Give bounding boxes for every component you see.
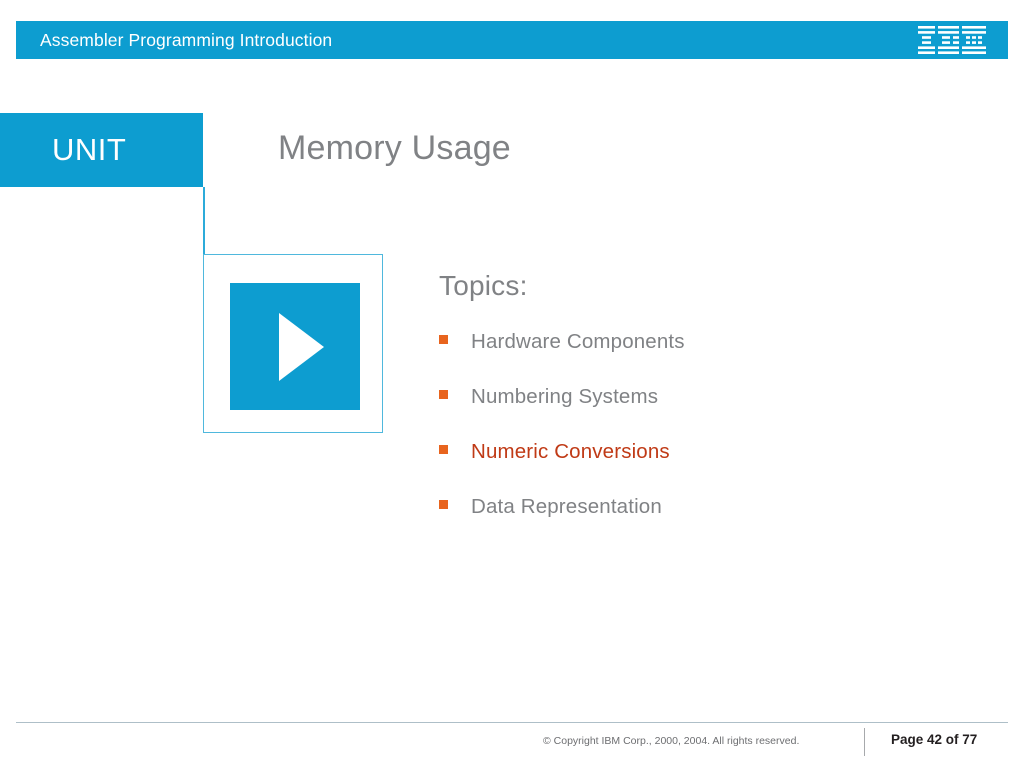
play-graphic-square xyxy=(230,283,360,410)
unit-badge: UNIT xyxy=(0,113,203,187)
unit-label: UNIT xyxy=(52,132,127,167)
footer-vertical-divider xyxy=(864,728,865,756)
list-item: Hardware Components xyxy=(439,330,685,385)
ibm-logo-icon xyxy=(918,26,1008,54)
bullet-square-icon xyxy=(439,335,448,344)
copyright-text: © Copyright IBM Corp., 2000, 2004. All r… xyxy=(543,735,800,747)
bullet-square-icon xyxy=(439,445,448,454)
footer-divider-rule xyxy=(16,722,1008,723)
topics-list: Hardware Components Numbering Systems Nu… xyxy=(439,330,685,550)
page-title: Memory Usage xyxy=(278,129,511,167)
list-item: Numbering Systems xyxy=(439,385,685,440)
page-number: Page 42 of 77 xyxy=(891,732,978,747)
bullet-square-icon xyxy=(439,500,448,509)
bullet-square-icon xyxy=(439,390,448,399)
list-item: Numeric Conversions xyxy=(439,440,685,495)
header-title: Assembler Programming Introduction xyxy=(40,29,333,50)
play-triangle-icon xyxy=(230,283,360,410)
topic-label-highlighted: Numeric Conversions xyxy=(471,440,670,463)
topic-label: Hardware Components xyxy=(471,330,685,353)
topic-label: Numbering Systems xyxy=(471,385,659,408)
topics-heading: Topics: xyxy=(439,270,528,301)
slide-header-bar: Assembler Programming Introduction xyxy=(16,21,1008,59)
unit-connector-line xyxy=(203,187,205,255)
list-item: Data Representation xyxy=(439,495,685,550)
topic-label: Data Representation xyxy=(471,495,662,518)
